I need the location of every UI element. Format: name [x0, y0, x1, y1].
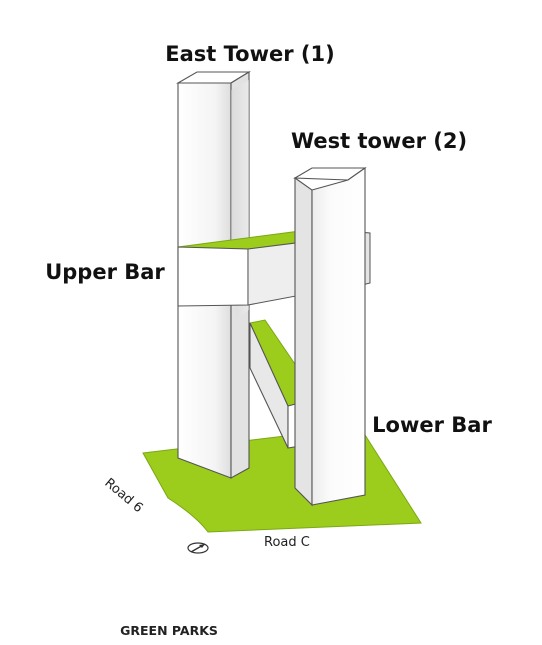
- west-tower-front: [311, 166, 366, 506]
- label-road-6: Road 6: [101, 476, 145, 516]
- label-lower-bar: Lower Bar: [372, 413, 492, 437]
- upper-bar-underside: [247, 242, 297, 306]
- upper-bar-front: [177, 246, 249, 307]
- west-tower-side: [294, 176, 313, 507]
- label-east-tower: East Tower (1): [165, 42, 334, 66]
- label-road-c: Road C: [264, 535, 310, 550]
- west-tower: [293, 166, 367, 507]
- label-upper-bar: Upper Bar: [45, 260, 165, 284]
- label-west-tower: West tower (2): [291, 129, 467, 153]
- compass-icon: [187, 542, 209, 554]
- caption-green-parks: GREEN PARKS: [120, 623, 218, 638]
